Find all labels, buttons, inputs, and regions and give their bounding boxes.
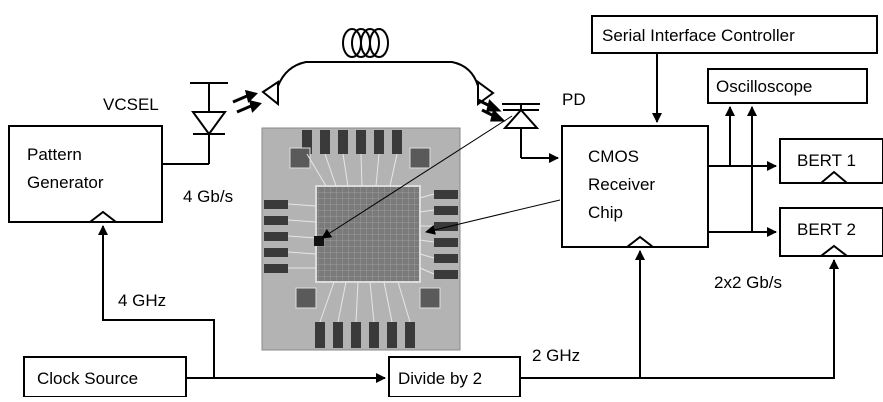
bond-pads-right	[434, 190, 458, 279]
cmos-receiver-label-1: CMOS	[588, 147, 639, 166]
rate-2x2gbps-label: 2x2 Gb/s	[714, 273, 782, 292]
chip-micrograph	[261, 127, 461, 351]
freq-2ghz-label: 2 GHz	[532, 346, 580, 365]
clock-input-chevrons	[89, 170, 848, 257]
optical-fiber	[261, 61, 495, 107]
bond-pads-top	[302, 130, 402, 154]
divide-by-2-label: Divide by 2	[398, 369, 482, 388]
vcsel-diode-icon	[190, 82, 228, 164]
bert1-block	[779, 138, 883, 184]
oscilloscope-block	[707, 68, 868, 104]
bond-pads-bottom	[315, 322, 415, 348]
bond-pads-left	[264, 200, 288, 273]
pattern-generator-label-1: Pattern	[27, 145, 82, 164]
rate-4gbps-label: 4 Gb/s	[183, 187, 233, 206]
pointer-cmos-to-die	[425, 199, 561, 235]
on-chip-photodiode	[314, 236, 324, 246]
photodiode-icon	[502, 103, 540, 158]
cmos-receiver-label-3: Chip	[588, 203, 623, 222]
cmos-receiver-label-2: Receiver	[588, 175, 655, 194]
bert2-label: BERT 2	[797, 220, 856, 239]
receive-arrows-icon	[477, 98, 506, 122]
pattern-generator-block	[8, 125, 163, 223]
serial-interface-controller-block	[591, 15, 878, 54]
freq-4ghz-label: 4 GHz	[118, 291, 166, 310]
fiber-coil-icon	[342, 28, 389, 63]
receiver-die	[315, 185, 421, 283]
vcsel-label: VCSEL	[103, 95, 159, 114]
wire-clock-pg	[98, 225, 215, 378]
pd-label: PD	[562, 90, 586, 109]
pointer-pd-to-chip	[321, 115, 513, 239]
clock-source-block	[23, 356, 187, 398]
clock-source-label: Clock Source	[37, 369, 138, 388]
bond-wires	[287, 153, 435, 323]
serial-interface-controller-label: Serial Interface Controller	[602, 26, 795, 45]
emission-arrows-icon	[232, 89, 262, 114]
oscilloscope-label: Oscilloscope	[716, 77, 812, 96]
pattern-generator-label-2: Generator	[27, 173, 104, 192]
cmos-receiver-block	[561, 125, 709, 248]
bert1-label: BERT 1	[797, 151, 856, 170]
wire-div-bert2	[520, 259, 839, 379]
